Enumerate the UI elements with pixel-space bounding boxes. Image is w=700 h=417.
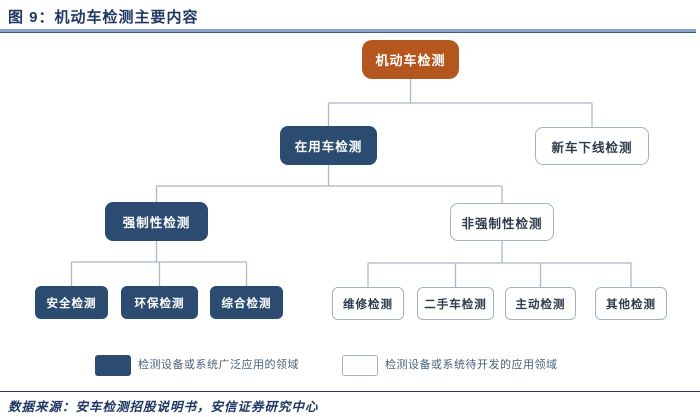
legend-label-filled: 检测设备或系统广泛应用的领域	[138, 359, 299, 371]
legend-swatch-outline	[342, 355, 378, 376]
node-environmental-inspection: 环保检测	[121, 286, 198, 319]
legend-label-outline: 检测设备或系统待开发的应用领域	[385, 359, 558, 371]
node-new-vehicle-offline-inspection: 新车下线检测	[535, 127, 649, 165]
node-non-mandatory-inspection: 非强制性检测	[450, 203, 554, 241]
footer-divider	[0, 391, 700, 392]
node-other-inspection: 其他检测	[595, 287, 667, 320]
title-divider	[0, 29, 696, 33]
data-source-note: 数据来源：安车检测招股说明书，安信证券研究中心	[8, 400, 319, 414]
node-safety-inspection: 安全检测	[35, 286, 108, 319]
node-active-inspection: 主动检测	[505, 287, 576, 320]
node-mandatory-inspection: 强制性检测	[105, 202, 208, 241]
node-comprehensive-inspection: 综合检测	[210, 286, 283, 319]
node-repair-inspection: 维修检测	[332, 287, 404, 320]
legend-swatch-filled	[95, 355, 131, 376]
node-used-car-inspection: 二手车检测	[417, 287, 494, 320]
figure-title: 图 9：机动车检测主要内容	[8, 9, 199, 26]
node-in-use-vehicle-inspection: 在用车检测	[280, 126, 377, 165]
node-motor-vehicle-inspection: 机动车检测	[362, 40, 459, 79]
